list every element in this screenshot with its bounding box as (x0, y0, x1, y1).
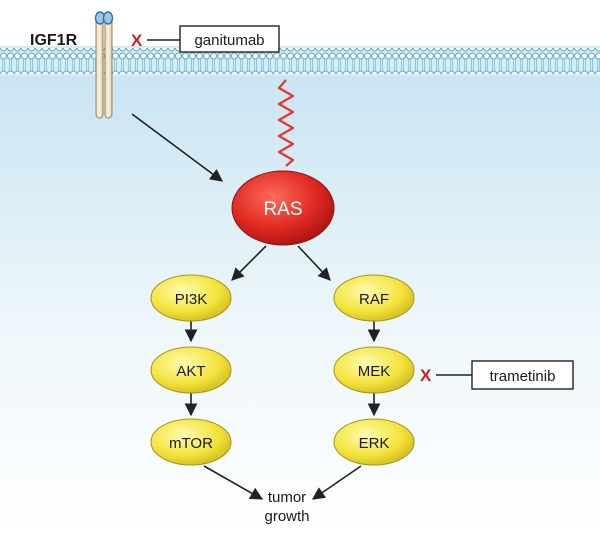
ras-label: RAS (263, 199, 302, 220)
cytoplasm-region (0, 68, 600, 536)
mek-label: MEK (358, 363, 391, 380)
raf-node[interactable]: RAF (333, 274, 415, 322)
ganitumab-label: ganitumab (194, 32, 264, 49)
arrow-mtor-to-growth (203, 465, 264, 500)
arrow-ras-to-raf (297, 245, 331, 281)
pathway-arrows (131, 113, 381, 500)
raf-label: RAF (359, 291, 389, 308)
arrow-igf1r-to-ras (131, 113, 224, 182)
mek-node[interactable]: MEK (333, 346, 415, 394)
cell-membrane (0, 46, 600, 76)
outcome-line1: tumor (268, 489, 306, 506)
mtor-label: mTOR (169, 435, 213, 452)
ganitumab-inhibit-mark: X (131, 31, 143, 50)
erk-node[interactable]: ERK (333, 418, 415, 466)
ganitumab-inhibitor: X ganitumab (131, 25, 280, 53)
trametinib-inhibit-mark: X (420, 366, 432, 385)
pi3k-node[interactable]: PI3K (150, 274, 232, 322)
ras-membrane-anchor (277, 79, 295, 167)
arrow-ras-to-pi3k (231, 245, 267, 281)
igf1r-label: IGF1R (30, 32, 78, 49)
erk-label: ERK (359, 435, 390, 452)
trametinib-box (471, 360, 574, 390)
igf1r-receptor[interactable] (94, 11, 114, 119)
ganitumab-box (179, 25, 280, 53)
trametinib-inhibitor: X trametinib (420, 360, 574, 390)
akt-label: AKT (176, 363, 205, 380)
ras-node[interactable]: RAS (231, 170, 335, 246)
pi3k-label: PI3K (175, 291, 208, 308)
mtor-node[interactable]: mTOR (150, 418, 232, 466)
trametinib-label: trametinib (490, 368, 556, 385)
akt-node[interactable]: AKT (150, 346, 232, 394)
arrow-erk-to-growth (311, 465, 362, 500)
outcome-line2: growth (264, 508, 309, 525)
